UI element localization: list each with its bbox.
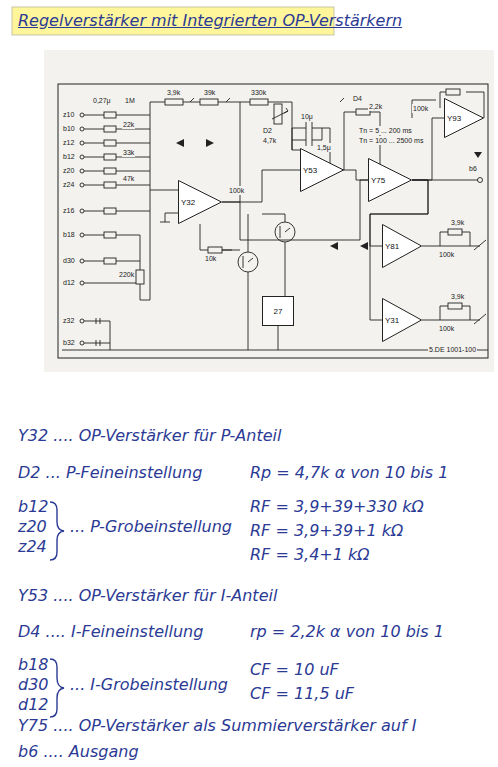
terminal-name: z32 <box>62 316 75 325</box>
note-line: Y53 .... OP-Verstärker für I-Anteil <box>18 586 277 605</box>
opamp-label: Y32 <box>181 198 222 207</box>
opamp-label: Y81 <box>385 242 422 251</box>
note-line: Y75 .... OP-Verstärker als Summierverstä… <box>18 716 416 735</box>
component-value: 3,9k <box>450 292 465 301</box>
terminal-name: b10 <box>62 124 76 133</box>
opamp-triangle: Y81 <box>382 224 422 268</box>
note-line: b6 .... Ausgang <box>18 742 139 761</box>
component-value: 100k <box>438 250 455 259</box>
note-line: ... I-Grobeinstellung <box>70 675 228 694</box>
signal-wire <box>222 180 368 240</box>
diode-symbols <box>176 139 482 250</box>
terminal-name: z12 <box>62 138 75 147</box>
note-value: RF = 3,9+39+330 kΩ <box>250 497 424 516</box>
photocopy-ground <box>44 50 494 372</box>
note-value: CF = 10 uF <box>250 660 339 679</box>
component-value: 3,9k <box>166 88 181 97</box>
component-value: 1,5μ <box>316 143 332 152</box>
signal-wire <box>222 170 300 202</box>
opamp-triangle: Y32 <box>178 180 222 224</box>
opamp-triangle: Y53 <box>300 148 344 192</box>
signal-wire <box>412 118 444 180</box>
component-symbols <box>80 98 486 346</box>
component-value: 10k <box>204 254 217 263</box>
component-value: 47k <box>122 174 135 183</box>
opamp-label: Y75 <box>371 176 412 185</box>
terminal-name: z24 <box>62 180 75 189</box>
terminal-note: b12 <box>18 497 49 516</box>
note-value: Rp = 4,7k α von 10 bis 1 <box>250 463 448 482</box>
part-name: D4 <box>352 94 363 103</box>
opamp-label: Y31 <box>385 316 422 325</box>
signal-wire <box>344 170 368 180</box>
time-constant-note: Tn = 5 ... 200 ms <box>358 126 413 135</box>
drawing-number: 5.DE 1001-100 <box>428 345 477 354</box>
component-value: 100k <box>438 324 455 333</box>
note-value: rp = 2,2k α von 10 bis 1 <box>250 622 444 641</box>
terminal-name: b12 <box>62 152 76 161</box>
terminal-name: b6 <box>468 164 478 173</box>
component-value: 10μ <box>300 112 314 121</box>
terminal-note: d30 <box>18 675 49 694</box>
part-name: D2 <box>262 126 273 135</box>
note-value: RF = 3,4+1 kΩ <box>250 545 370 564</box>
terminal-name: z10 <box>62 110 75 119</box>
note-line: ... P-Grobeinstellung <box>70 517 232 536</box>
note-line: D2 ... P-Feineinstellung <box>18 463 202 482</box>
schematic-wiring <box>62 92 488 350</box>
terminal-name: d12 <box>62 278 76 287</box>
component-value: 4,7k <box>262 136 277 145</box>
component-value: 1M <box>124 96 136 105</box>
note-line: D4 .... I-Feineinstellung <box>18 622 203 641</box>
opamp-label: Y53 <box>303 166 344 175</box>
terminal-note: d12 <box>18 695 49 714</box>
brace-marks <box>50 502 64 717</box>
time-constant-note: Tn = 100 ... 2500 ms <box>358 136 424 145</box>
component-value: 100k <box>412 104 429 113</box>
component-value: 22k <box>122 120 135 129</box>
terminal-note: z20 <box>18 517 47 536</box>
relay-box: 27 <box>262 296 294 326</box>
terminal-name: b32 <box>62 338 76 347</box>
opamp-triangle: Y75 <box>368 158 412 202</box>
page-title: Regelverstärker mit Integrierten OP-Vers… <box>18 11 402 31</box>
component-value: 100k <box>228 186 245 195</box>
opamp-triangle: Y31 <box>382 298 422 342</box>
component-value: 39k <box>203 88 216 97</box>
component-value: 0,27μ <box>92 96 112 105</box>
terminal-name: z16 <box>62 206 75 215</box>
terminal-note: b18 <box>18 655 49 674</box>
opamp-label: 27 <box>262 307 294 316</box>
terminal-name: z20 <box>62 166 75 175</box>
note-line: Y32 .... OP-Verstärker für P-Anteil <box>18 426 281 445</box>
terminal-name: d30 <box>62 256 76 265</box>
opamp-triangle: Y93 <box>444 98 484 138</box>
component-value: 3,9k <box>450 218 465 227</box>
resistor-symbols <box>104 89 462 309</box>
component-value: 2,2k <box>368 102 383 111</box>
note-value: RF = 3,9+39+1 kΩ <box>250 521 403 540</box>
terminal-name: b18 <box>62 230 76 239</box>
note-value: CF = 11,5 uF <box>250 684 354 703</box>
component-value: 220k <box>118 270 135 279</box>
terminal-note: z24 <box>18 537 47 556</box>
signal-wire <box>370 180 428 320</box>
component-value: 330k <box>250 88 267 97</box>
component-value: 33k <box>122 148 135 157</box>
board-frame <box>58 84 488 358</box>
opamp-label: Y93 <box>447 114 484 123</box>
